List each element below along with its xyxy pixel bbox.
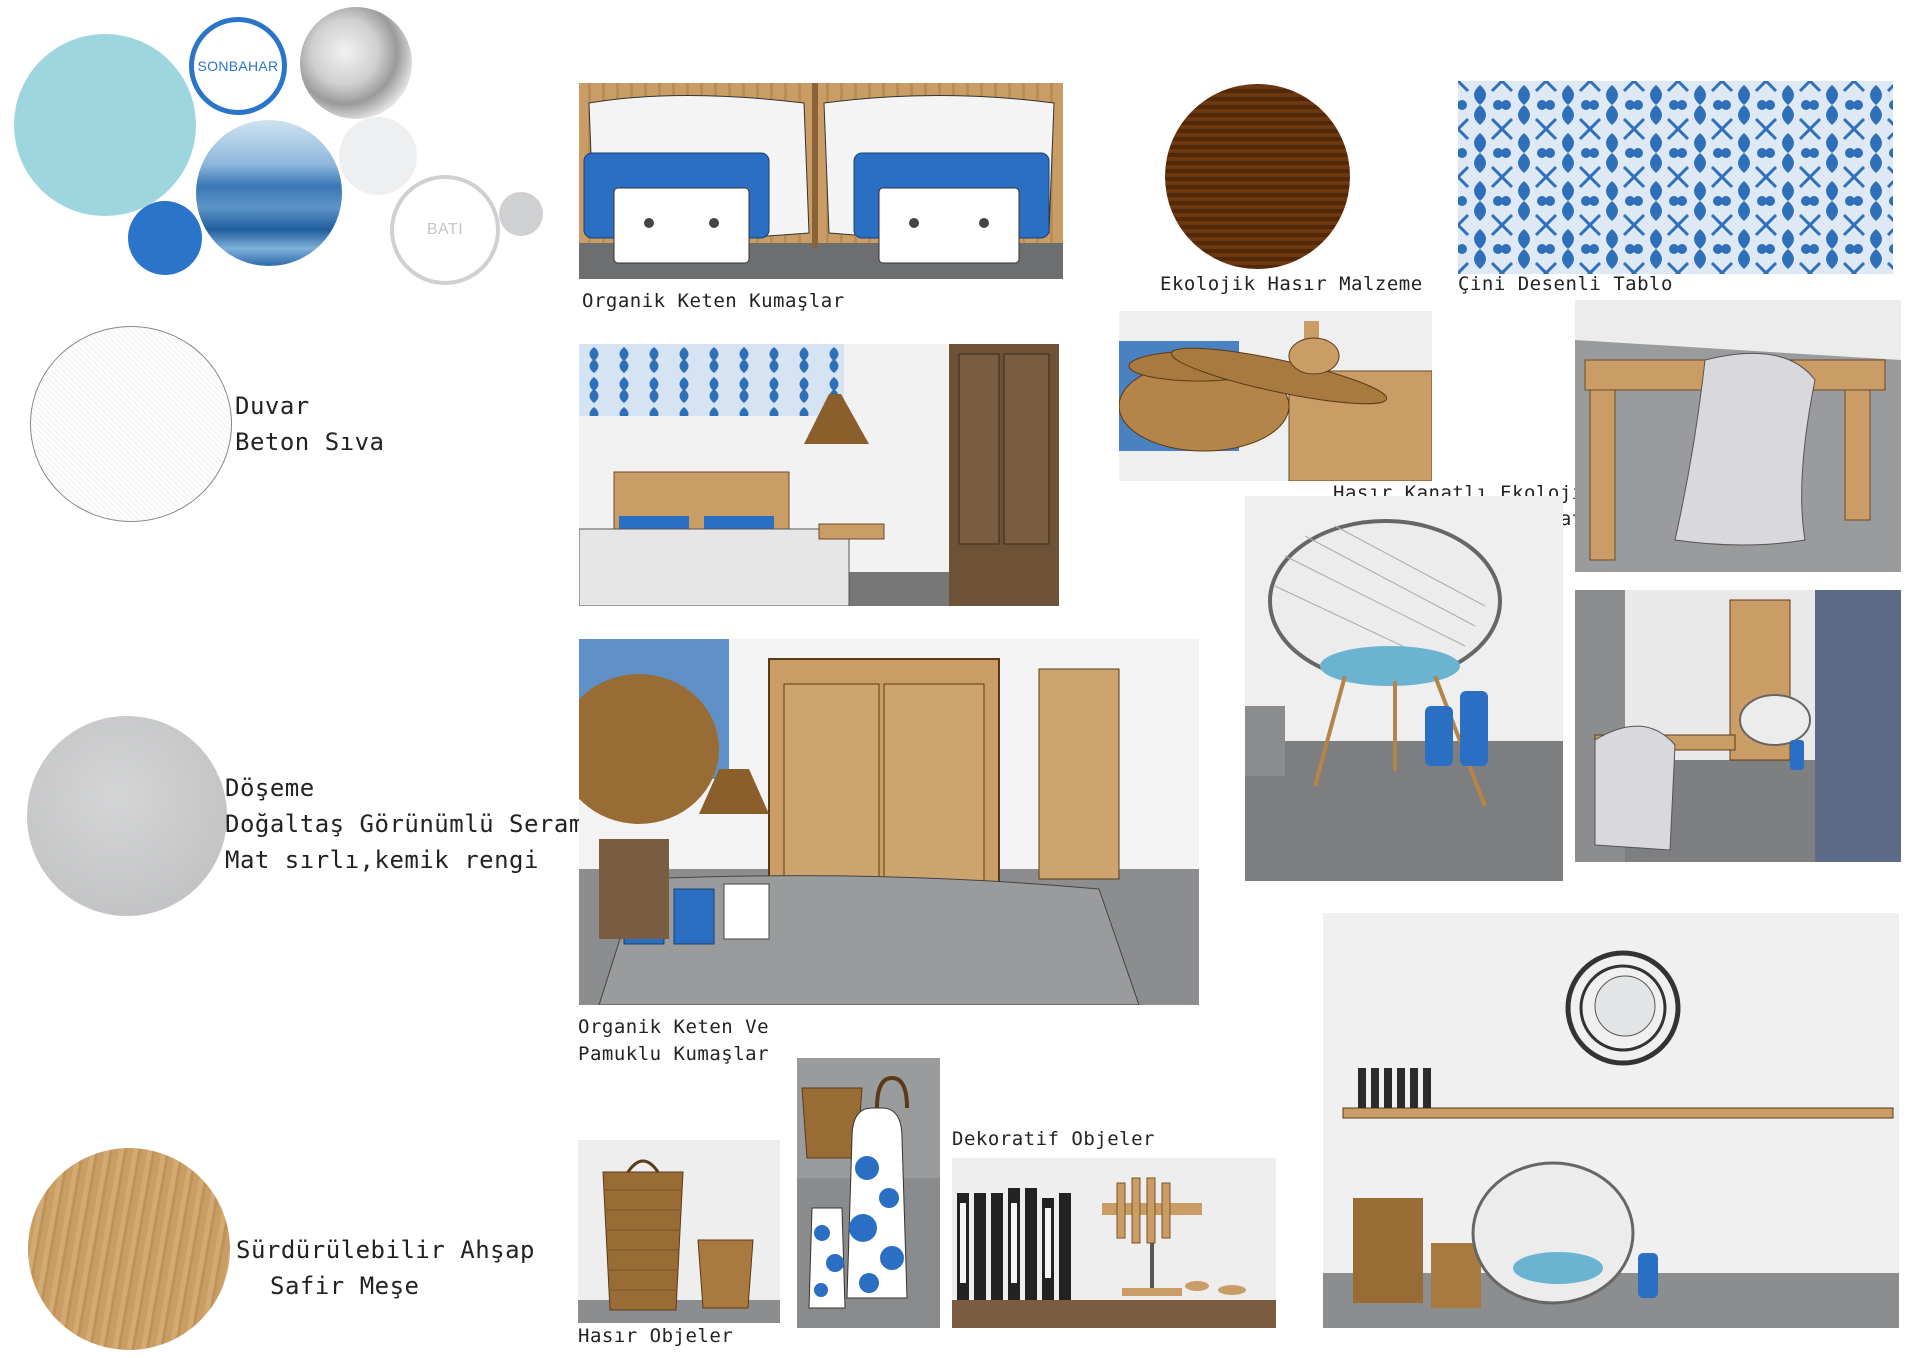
wood-material-label: Sürdürülebilir Ahşap Safir Meşe — [236, 1232, 535, 1304]
floor-line1: Doğaltaş Görünümlü Seramik — [225, 810, 614, 838]
bedroom-render — [579, 344, 1059, 606]
rattan-swatch — [1165, 84, 1350, 269]
palette-sea-photo — [196, 120, 342, 266]
master-bedroom-render — [579, 639, 1199, 1005]
baskets-caption: Hasır Objeler — [578, 1325, 734, 1347]
palette-light-grey-circle — [339, 117, 417, 195]
wood-swatch — [28, 1148, 230, 1350]
cotton-caption-line1: Organik Keten Ve — [578, 1016, 770, 1038]
palette-aqua-circle — [14, 34, 196, 216]
wall-swatch — [30, 326, 232, 522]
season-label: SONBAHAR — [197, 58, 279, 74]
wood-line1: Safir Meşe — [270, 1272, 420, 1300]
direction-label: BATI — [426, 221, 464, 238]
palette-grey-dot — [499, 192, 543, 236]
tile-painting-render — [1458, 81, 1893, 274]
cotton-caption-line2: Pamuklu Kumaşlar — [578, 1043, 770, 1065]
palette-pearls-photo — [300, 7, 412, 119]
wall-title: Duvar — [235, 392, 310, 420]
wall-line1: Beton Sıva — [235, 428, 385, 456]
baskets-render — [578, 1140, 780, 1323]
wall-material-label: Duvar Beton Sıva — [235, 388, 385, 460]
decor-render — [952, 1158, 1276, 1328]
rattan-caption: Ekolojik Hasır Malzeme — [1160, 273, 1423, 295]
shelf-wall-render — [1323, 913, 1899, 1328]
floor-material-label: Döşeme Doğaltaş Görünümlü Seramik Mat sı… — [225, 770, 614, 878]
wood-title: Sürdürülebilir Ahşap — [236, 1236, 535, 1264]
tile-painting-caption: Çini Desenli Tablo — [1458, 273, 1673, 295]
floor-swatch — [27, 716, 227, 916]
fan-render — [1119, 311, 1432, 481]
linen-caption: Organik Keten Kumaşlar — [582, 290, 845, 312]
floor-title: Döşeme — [225, 774, 315, 802]
palette-direction-ring: BATI — [390, 175, 500, 285]
lanterns-render — [797, 1058, 940, 1328]
room-corner-render — [1575, 590, 1901, 862]
palette-season-ring: SONBAHAR — [189, 17, 287, 115]
chair-render — [1245, 496, 1563, 881]
decor-caption: Dekoratif Objeler — [952, 1128, 1155, 1150]
floor-line2: Mat sırlı,kemik rengi — [225, 846, 539, 874]
palette-blue-circle — [128, 201, 202, 275]
pillows-render — [579, 83, 1063, 279]
bench-render — [1575, 300, 1901, 572]
